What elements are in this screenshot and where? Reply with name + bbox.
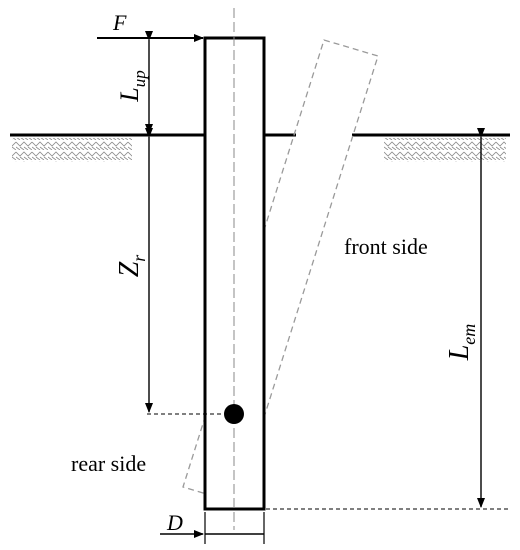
upper-length-label: Lup [115,70,149,102]
soil-hatch-right [384,138,506,162]
force-label: F [112,10,127,35]
rear-side-label: rear side [71,451,146,476]
rotation-point [224,404,244,424]
soil-hatch-left [12,138,132,162]
embedded-length-label: Lem [444,324,479,362]
rotation-depth-label: Zr [114,254,149,278]
front-side-label: front side [344,234,428,259]
diameter-label: D [166,510,183,535]
